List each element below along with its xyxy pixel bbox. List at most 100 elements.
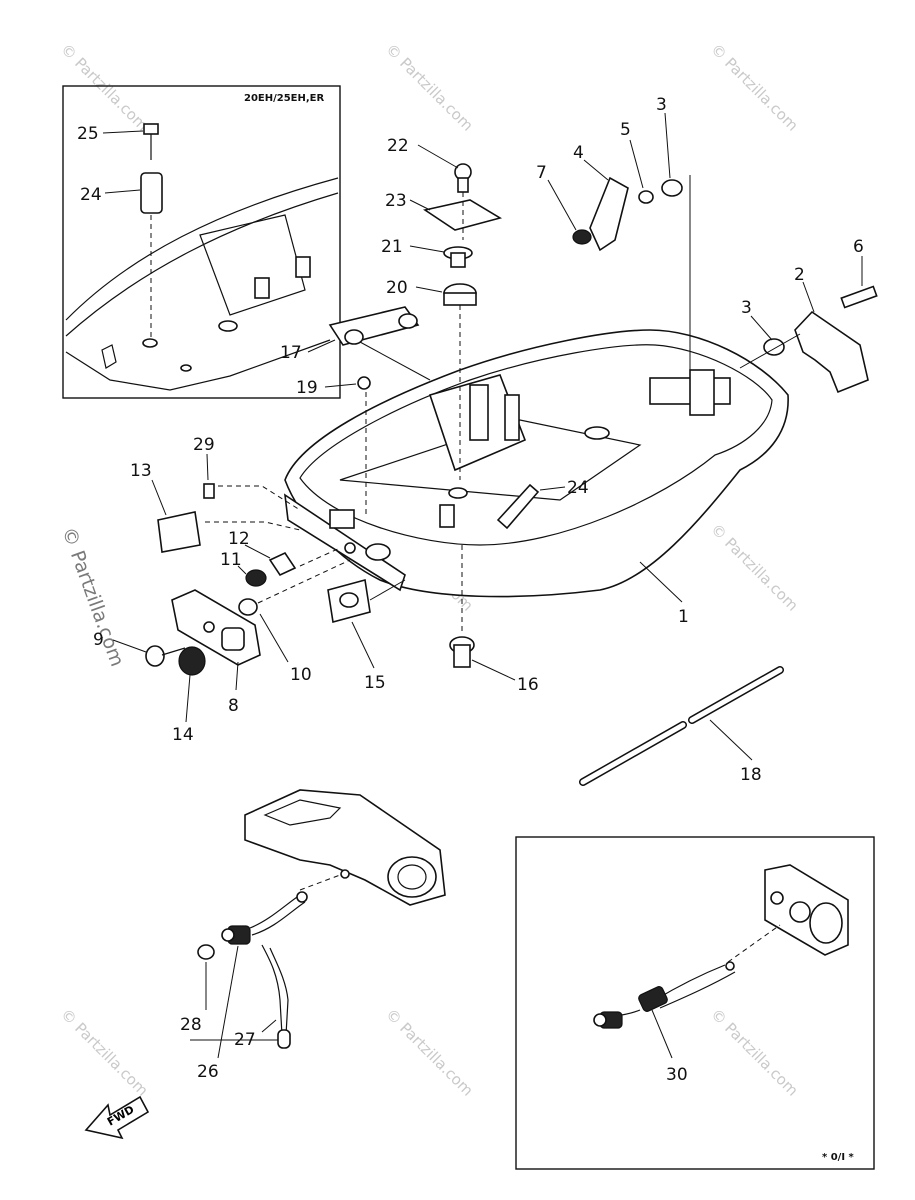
leader-4 (583, 159, 609, 181)
inset-hole (180, 364, 192, 372)
leader-13 (151, 479, 167, 516)
leader-31 (651, 1009, 673, 1059)
inset-terminal (725, 961, 735, 971)
screw-9-shank (161, 647, 186, 656)
callout-14: 14 (172, 725, 194, 745)
cowling-front-face (283, 493, 406, 592)
callout-16: 16 (517, 675, 539, 695)
callout-8: 8 (228, 696, 239, 716)
callout-4: 4 (573, 143, 584, 163)
fitting-24 (496, 483, 540, 530)
callout-12: 12 (228, 529, 250, 549)
collar-25 (140, 172, 163, 214)
cowling-hole (448, 487, 468, 499)
inset-post (295, 256, 311, 278)
leader-25 (104, 189, 141, 194)
leader-19 (324, 383, 357, 388)
inset-frame (515, 836, 875, 1170)
inset-plate-window (809, 902, 843, 944)
bracket-4 (589, 176, 629, 252)
leader-11 (237, 565, 247, 575)
switch-wire (251, 901, 306, 936)
cowling-boss (504, 394, 520, 441)
watermark: © Partzilla.com (707, 520, 802, 615)
callout-28: 27 (234, 1030, 256, 1050)
top-parts (328, 163, 878, 515)
assembly-line-13 (205, 521, 301, 531)
leader-8 (235, 661, 239, 691)
steering-handle-slot (263, 799, 342, 826)
cowling-switch-mount (329, 509, 355, 529)
cowling-rear-post (689, 369, 715, 416)
wire-terminal (296, 891, 308, 903)
leader-2 (802, 281, 815, 313)
leader-12 (244, 544, 271, 559)
callout-20: 20 (386, 278, 408, 298)
steering-handle-hole (340, 869, 350, 879)
rubber-mount-17-end (398, 313, 418, 329)
callout-13: 13 (130, 461, 152, 481)
watermark: © Partzilla.com (57, 1005, 152, 1100)
grommet-15-hole (339, 592, 359, 608)
leader-18 (709, 719, 753, 761)
callout-29: 28 (180, 1015, 202, 1035)
callout-25: 24 (80, 185, 102, 205)
leader-15 (351, 621, 375, 669)
cap-13 (157, 511, 201, 553)
leader-3-top (664, 112, 671, 179)
fwd-arrow-shape (84, 1095, 150, 1140)
screw-9 (145, 645, 165, 667)
clip-19 (357, 376, 371, 390)
inset-wire (659, 971, 736, 1009)
callout-17: 17 (280, 343, 302, 363)
nut-10 (238, 598, 258, 616)
leader-3-side (750, 315, 773, 341)
callout-7: 7 (536, 163, 547, 183)
fwd-arrow: FWD (84, 1095, 150, 1140)
callout-numbers: 1 2 3 3 4 5 6 7 8 9 10 11 12 13 14 15 16… (93, 95, 864, 1085)
callout-1: 1 (678, 607, 689, 627)
watermark: © Partzilla.com (382, 1005, 477, 1100)
leader-24 (539, 486, 566, 491)
assembly-line-27 (299, 874, 341, 891)
grommet-20-body (443, 292, 477, 306)
callout-3-top: 3 (656, 95, 667, 115)
inset-20eh-25eh: 20EH/25EH,ER 25 24 (62, 85, 341, 399)
leader-30 (206, 453, 209, 481)
steering-handle-bore-inner (397, 864, 427, 890)
grommet-16-body (453, 644, 471, 668)
cowling-grommet-hole (365, 543, 391, 561)
callout-18: 18 (740, 765, 762, 785)
nut-12 (268, 551, 297, 577)
callout-15: 15 (364, 673, 386, 693)
washer-5 (638, 190, 654, 204)
assembly-line-2 (739, 333, 801, 369)
assembly-line-17 (359, 341, 431, 381)
leader-10 (259, 613, 289, 663)
leader-21 (409, 245, 445, 253)
nut-7 (572, 229, 592, 245)
assembly-line-10 (257, 559, 351, 604)
rod-18-seg-b-fill (689, 667, 783, 723)
washer-21-sleeve (450, 252, 466, 268)
inset-plate-hole (770, 891, 784, 905)
callout-2: 2 (794, 265, 805, 285)
cowling-small-hole (344, 542, 356, 554)
steering-handle-bore (387, 856, 437, 898)
inset-mount (199, 214, 306, 316)
callout-5: 5 (620, 120, 631, 140)
callout-6: 6 (853, 237, 864, 257)
inset-hole (142, 338, 158, 348)
inset-connector (638, 986, 668, 1012)
leader-17 (307, 339, 336, 353)
lanyard-28 (261, 944, 283, 1036)
callout-23: 23 (385, 191, 407, 211)
plate-8-window (221, 627, 245, 651)
callout-24: 24 (567, 478, 589, 498)
inset-cowling-edge (65, 177, 339, 321)
leader-lines (112, 112, 863, 761)
leader-20 (415, 286, 443, 293)
assembly-line-15 (369, 579, 406, 601)
watermark: © Partzilla.com (707, 1005, 802, 1100)
switch-wire (249, 894, 301, 929)
